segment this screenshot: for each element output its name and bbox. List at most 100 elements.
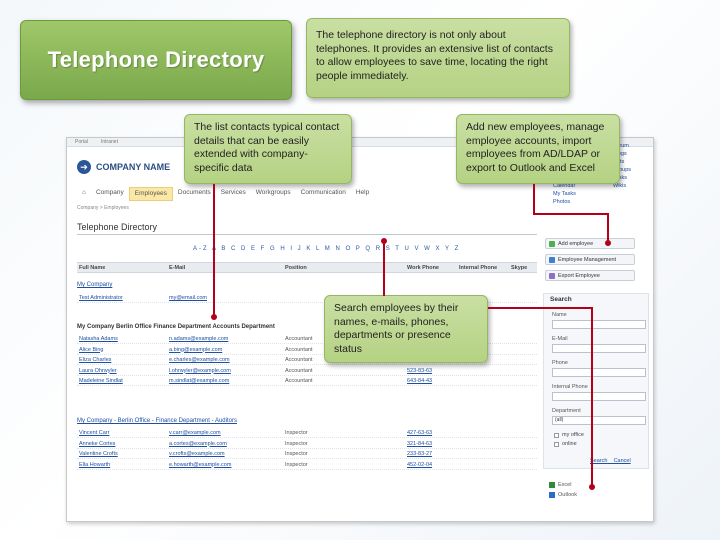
department-select[interactable]: (all) — [552, 416, 646, 425]
table-row[interactable]: Test Administrator my@email.com — [77, 294, 537, 303]
employee-phone[interactable]: 452-02-04 — [407, 461, 433, 468]
col-work-phone[interactable]: Work Phone — [407, 265, 439, 271]
export-outlook-link[interactable]: Outlook — [549, 492, 577, 498]
employee-email[interactable]: e.charles@example.com — [169, 357, 230, 363]
button-label: Export Employee — [558, 272, 600, 279]
employee-phone[interactable]: 523-83-63 — [407, 367, 433, 374]
employee-email[interactable]: v.crofts@example.com — [169, 451, 225, 457]
top-strip-item[interactable]: Intranet — [101, 139, 118, 145]
connector-manage — [533, 184, 535, 214]
employee-name[interactable]: Alice Bing — [79, 346, 104, 353]
employee-name[interactable]: Ella Howarth — [79, 461, 111, 468]
nav-home-icon[interactable]: ⌂ — [82, 189, 86, 196]
cancel-button[interactable]: Cancel — [613, 458, 631, 464]
top-strip: Portal Intranet — [67, 138, 653, 147]
employee-name[interactable]: Laura Ohrwyler — [79, 367, 117, 374]
nav-communication[interactable]: Communication — [300, 189, 346, 196]
employee-phone[interactable]: 233-83-27 — [407, 451, 433, 457]
phone-label: Phone — [552, 360, 568, 366]
name-label: Name — [552, 312, 567, 318]
employee-email[interactable]: a.cortes@example.com — [169, 440, 227, 447]
employee-name[interactable]: Test Administrator — [79, 295, 123, 301]
nav-services[interactable]: Services — [220, 189, 246, 196]
side-link[interactable]: Calendar — [553, 183, 576, 189]
connector-end-dot — [589, 484, 595, 490]
employee-name[interactable]: Natasha Adams — [79, 336, 118, 342]
employee-email[interactable]: l.ohrwyler@example.com — [169, 367, 231, 374]
employee-email[interactable]: v.carr@example.com — [169, 430, 221, 436]
export-employee-button[interactable]: Export Employee — [545, 270, 635, 281]
employee-email[interactable]: a.bing@example.com — [169, 346, 223, 353]
name-field[interactable] — [552, 320, 646, 329]
col-position[interactable]: Position — [285, 265, 307, 271]
excel-icon — [549, 482, 555, 488]
col-full-name[interactable]: Full Name — [79, 265, 106, 271]
group-label[interactable]: My Company — [77, 282, 113, 288]
col-internal-phone[interactable]: Internal Phone — [459, 265, 498, 271]
employee-phone[interactable]: 643-84-43 — [407, 378, 433, 384]
company-logo[interactable]: ➔ COMPANY NAME — [77, 160, 170, 174]
email-field[interactable] — [552, 344, 646, 353]
search-button[interactable]: Search — [590, 458, 608, 464]
my-office-checkbox[interactable]: my office — [554, 432, 584, 438]
employee-name[interactable]: Anneke Cortes — [79, 440, 116, 447]
employee-email[interactable]: e.howarth@example.com — [169, 461, 232, 468]
nav-workgroups[interactable]: Workgroups — [255, 189, 291, 196]
employee-email[interactable]: my@email.com — [169, 295, 207, 301]
connector-manage — [533, 213, 609, 215]
table-row[interactable]: Vincent Carr v.carr@example.com Inspector 4… — [77, 429, 537, 438]
breadcrumb[interactable]: Company > Employees — [77, 205, 129, 211]
top-strip-item[interactable]: Portal — [75, 139, 89, 145]
employee-position: Accountant — [285, 336, 313, 342]
employee-email[interactable]: m.sindlat@example.com — [169, 378, 230, 384]
col-email[interactable]: E-Mail — [169, 265, 186, 271]
employee-name[interactable]: Vincent Carr — [79, 430, 110, 436]
main-nav: ⌂ Company Employees Documents Services W… — [77, 187, 374, 201]
alphabet-filter[interactable]: A-Z A B C D E F G H I J K L M N O P Q R … — [193, 246, 461, 252]
employee-position: Inspector — [285, 430, 308, 436]
employee-phone[interactable]: 321-84-63 — [407, 440, 433, 447]
export-label: Excel — [558, 482, 572, 488]
employee-name[interactable]: Valentine Crofts — [79, 451, 118, 457]
nav-employees[interactable]: Employees — [128, 187, 173, 201]
company-name: COMPANY NAME — [96, 162, 171, 172]
group-label[interactable]: My Company - Berlin Office - Finance Dep… — [77, 418, 237, 424]
employee-name[interactable]: Eliza Charles — [79, 357, 112, 363]
divider — [77, 234, 537, 235]
connector-alphabet — [383, 240, 385, 296]
checkbox-label: my office — [562, 432, 584, 438]
online-checkbox[interactable]: online — [554, 441, 577, 447]
nav-company[interactable]: Company — [95, 189, 124, 196]
side-link[interactable]: Photos — [553, 199, 571, 205]
nav-help[interactable]: Help — [355, 189, 370, 196]
internal-phone-label: Internal Phone — [552, 384, 588, 390]
button-label: Employee Management — [558, 256, 617, 263]
side-link[interactable]: Wikis — [613, 183, 627, 189]
col-skype[interactable]: Skype — [511, 265, 528, 271]
side-link[interactable]: My Tasks — [553, 191, 576, 197]
side-link[interactable]: Tasks — [613, 175, 628, 181]
slide-title: Telephone Directory — [47, 47, 265, 72]
employee-management-button[interactable]: Employee Management — [545, 254, 635, 265]
employee-email[interactable]: n.adams@example.com — [169, 336, 229, 342]
phone-field[interactable] — [552, 368, 646, 377]
callout-intro: The telephone directory is not only abou… — [306, 18, 570, 98]
checkbox-label: online — [562, 441, 577, 447]
table-header: Full Name E-Mail Position Work Phone Int… — [77, 262, 537, 273]
add-employee-button[interactable]: Add employee — [545, 238, 635, 249]
employee-phone[interactable]: 427-63-63 — [407, 430, 433, 436]
side-link[interactable]: Forum — [613, 143, 629, 149]
internal-phone-field[interactable] — [552, 392, 646, 401]
connector-manage — [607, 213, 609, 243]
employee-name[interactable]: Madeleine Sindlat — [79, 378, 123, 384]
callout-search: Search employees by their names, e-mails… — [324, 295, 488, 363]
export-excel-link[interactable]: Excel — [549, 482, 571, 488]
connector-list — [213, 184, 215, 318]
side-link[interactable]: Groups — [613, 167, 632, 173]
nav-documents[interactable]: Documents — [177, 189, 211, 196]
